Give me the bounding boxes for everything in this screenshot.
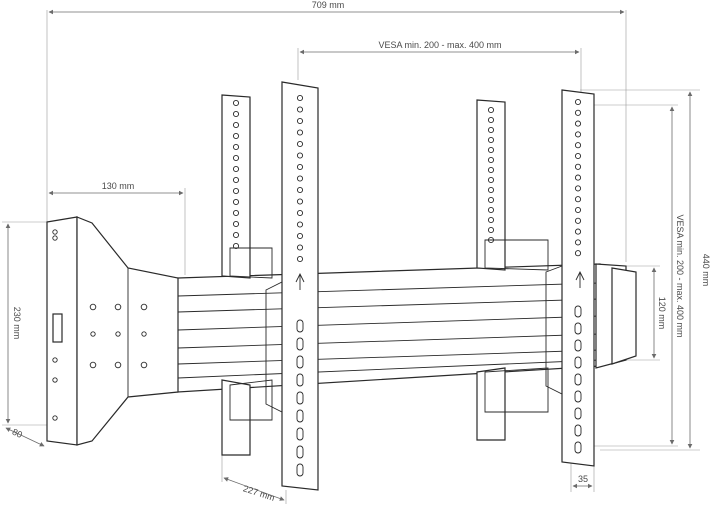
front-left-hole — [296, 186, 304, 194]
back-left-hole — [232, 110, 240, 118]
front-right-hole — [574, 239, 582, 246]
front-right-hole — [574, 174, 582, 181]
front-left-hole — [296, 255, 304, 263]
front-left-hole — [296, 94, 304, 102]
back-right-hole — [487, 176, 495, 184]
back-left-hole — [232, 187, 240, 195]
front-left-hole — [296, 198, 304, 205]
front-right-hole — [574, 152, 582, 160]
horizontal-rail — [177, 263, 601, 393]
back-left-hole — [232, 99, 240, 107]
front-right-hole — [574, 228, 582, 235]
front-right-slot — [574, 390, 582, 403]
back-right-hole — [487, 166, 495, 174]
wall-plate — [46, 216, 187, 446]
plate-depth-label: 80 — [11, 427, 24, 440]
front-right-slot — [574, 407, 582, 420]
front-right-slot — [574, 339, 582, 352]
front-right-hole — [574, 196, 582, 203]
back-strip-right — [476, 99, 549, 441]
back-right-hole — [487, 106, 495, 114]
back-left-hole — [232, 165, 240, 173]
plate-holes — [52, 229, 148, 421]
arm-offset-label: 130 mm — [102, 181, 135, 191]
front-strip-left — [265, 81, 319, 491]
overall-height-label: 440 mm — [701, 254, 711, 287]
front-right-slot — [574, 305, 582, 318]
back-left-hole — [232, 154, 240, 162]
front-right-hole — [574, 185, 582, 192]
front-right-slot — [574, 441, 582, 454]
back-right-hole — [487, 206, 495, 214]
back-right-hole — [487, 116, 495, 124]
front-left-slot — [296, 463, 304, 477]
strip-width-label: 35 — [578, 474, 588, 484]
front-left-slot — [296, 427, 304, 441]
front-right-hole — [574, 142, 582, 149]
back-left-hole — [232, 198, 240, 206]
front-left-hole — [296, 221, 304, 228]
front-right-slot — [574, 373, 582, 386]
back-left-hole — [232, 220, 240, 228]
front-left-slot — [296, 355, 304, 369]
back-right-hole — [487, 136, 495, 144]
back-left-hole — [232, 121, 240, 129]
front-left-slot — [296, 319, 304, 333]
front-right-slot — [574, 356, 582, 369]
front-left-slot — [296, 445, 304, 459]
front-right-hole — [574, 163, 582, 170]
front-right-slot — [574, 322, 582, 335]
back-right-hole — [487, 196, 495, 204]
front-right-hole — [574, 217, 582, 224]
back-left-hole — [232, 132, 240, 140]
back-right-hole — [487, 226, 495, 234]
vesa-horizontal-label: VESA min. 200 - max. 400 mm — [378, 40, 501, 50]
back-right-hole — [487, 236, 495, 244]
front-right-hole — [574, 98, 582, 106]
front-right-slot — [574, 424, 582, 437]
front-right-hole — [574, 131, 582, 138]
back-right-hole — [487, 146, 495, 154]
vesa-vertical-label: VESA min. 200 - max. 400 mm — [675, 214, 685, 337]
depth-label: 227 mm — [242, 483, 276, 503]
front-left-slot — [296, 337, 304, 351]
front-left-hole — [296, 209, 304, 217]
front-left-hole — [296, 129, 304, 136]
back-right-hole — [487, 186, 495, 194]
back-right-hole — [487, 126, 495, 134]
front-strip-right — [545, 89, 595, 467]
dimension-lines — [2, 9, 700, 504]
front-left-hole — [296, 175, 304, 182]
plate-height-label: 230 mm — [12, 307, 22, 340]
back-left-hole — [232, 176, 240, 184]
front-left-hole — [296, 244, 304, 251]
front-right-hole — [574, 206, 582, 214]
front-right-hole — [574, 250, 582, 257]
front-left-slot — [296, 373, 304, 387]
depth-dim-line — [223, 477, 285, 501]
back-left-hole — [232, 231, 240, 239]
back-left-hole — [232, 209, 240, 217]
front-left-hole — [296, 163, 304, 171]
front-left-hole — [296, 106, 304, 113]
front-left-hole — [296, 140, 304, 148]
slot-height-label: 120 mm — [657, 297, 667, 330]
front-left-hole — [296, 152, 304, 159]
front-right-hole — [574, 109, 582, 116]
front-left-slot — [296, 391, 304, 405]
front-right-hole — [574, 120, 582, 127]
rail-end-cap — [595, 263, 637, 369]
front-left-hole — [296, 117, 304, 125]
front-left-hole — [296, 232, 304, 240]
mounting-holes — [232, 94, 582, 477]
back-right-hole — [487, 216, 495, 224]
plate-depth-dim-line — [5, 427, 45, 447]
back-left-hole — [232, 143, 240, 151]
back-left-hole — [232, 242, 240, 250]
back-right-hole — [487, 156, 495, 164]
back-strip-left — [221, 94, 273, 456]
overall-width-label: 709 mm — [312, 0, 345, 10]
front-left-slot — [296, 409, 304, 423]
